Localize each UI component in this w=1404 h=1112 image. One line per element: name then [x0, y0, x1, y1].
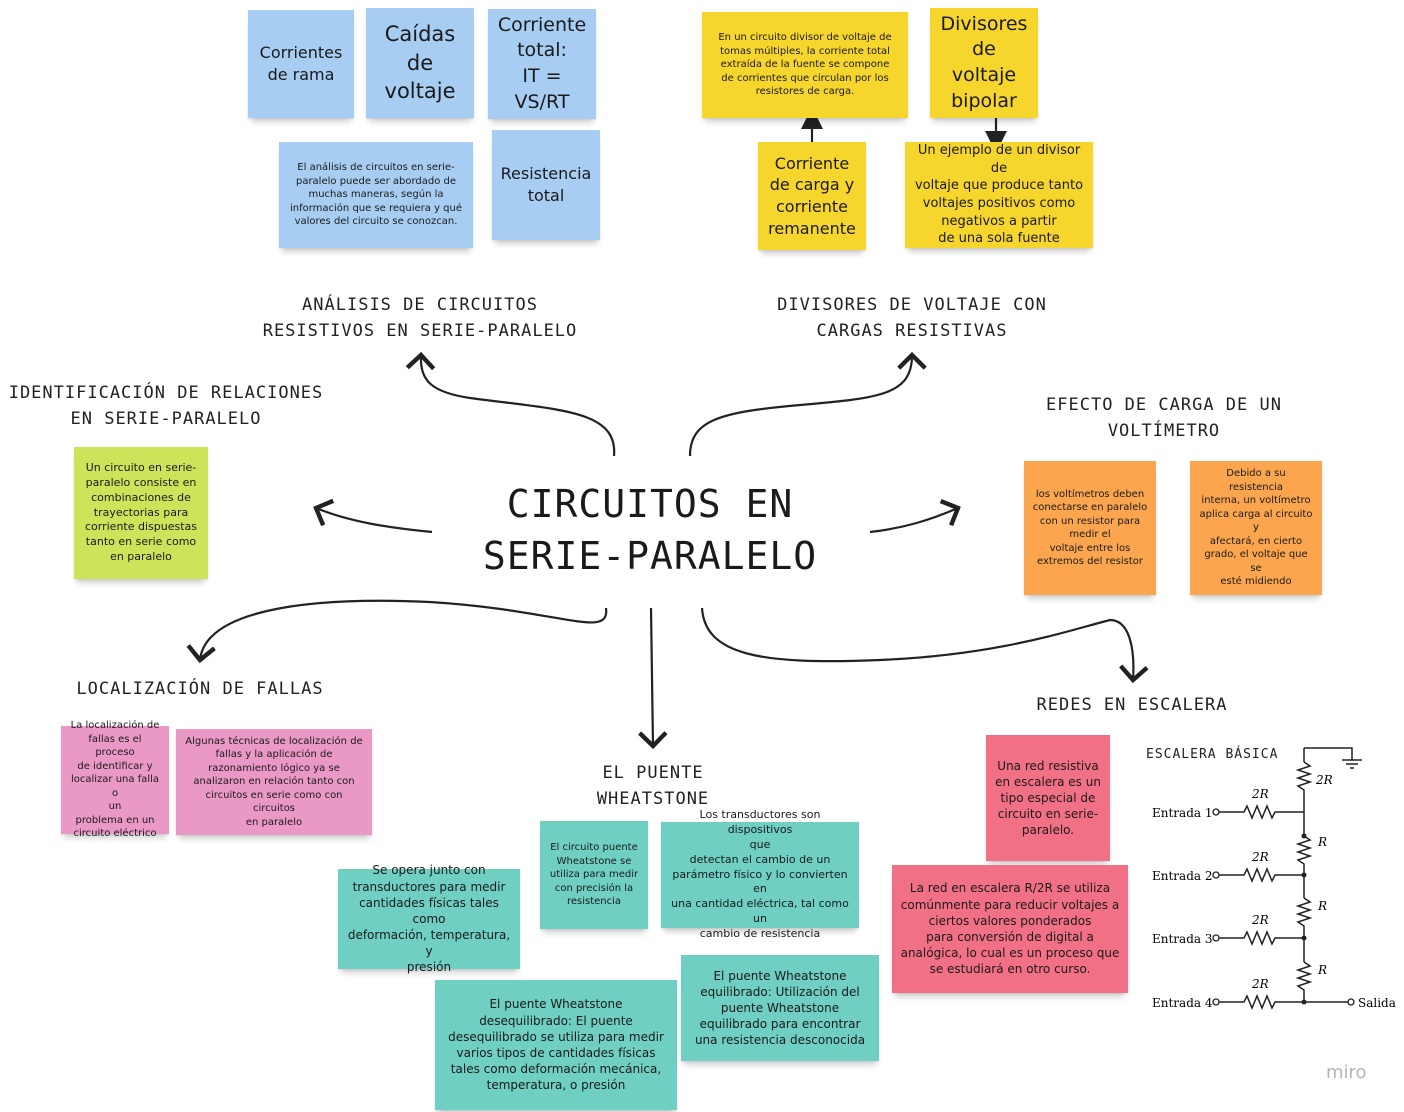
note-divisor-ejemplo[interactable]: Un ejemplo de un divisor de voltaje que …	[905, 142, 1093, 248]
ladder-series-label-2: 2R	[1251, 850, 1269, 864]
note-red-resistiva[interactable]: Una red resistiva en escalera es un tipo…	[986, 735, 1110, 861]
heading-divisores[interactable]: DIVISORES DE VOLTAJE CON CARGAS RESISTIV…	[777, 295, 1047, 341]
note-wheatstone-uso[interactable]: El circuito puente Wheatstone se utiliza…	[540, 821, 648, 929]
note-corriente-carga[interactable]: Corriente de carga y corriente remanente	[758, 142, 866, 250]
arrow-to-wheatstone	[638, 607, 668, 750]
heading-wheatstone[interactable]: EL PUENTE WHEATSTONE	[596, 763, 710, 809]
note-divisores-bipolar[interactable]: Divisores de voltaje bipolar	[930, 8, 1038, 118]
note-caidas-de-voltaje[interactable]: Caídas de voltaje	[366, 8, 474, 118]
ladder-input-3: Entrada 3	[1152, 932, 1213, 946]
heading-fallas[interactable]: LOCALIZACIÓN DE FALLAS	[76, 679, 324, 699]
arrow-to-divisores	[688, 351, 927, 457]
ladder-series-label-4: 2R	[1251, 977, 1269, 991]
arrow-to-redes	[700, 607, 1149, 684]
arrow-to-fallas	[186, 599, 608, 664]
arrow-to-analisis	[405, 351, 616, 457]
note-wheatstone-desequilibrado[interactable]: El puente Wheatstone desequilibrado: El …	[435, 980, 677, 1110]
ladder-input-1: Entrada 1	[1152, 806, 1213, 820]
note-efecto-resistencia[interactable]: Debido a su resistencia interna, un volt…	[1190, 461, 1322, 595]
ladder-input-2: Entrada 2	[1152, 869, 1213, 883]
ladder-shunt-label-2: R	[1317, 835, 1327, 849]
note-fallas-definicion[interactable]: La localización de fallas es el proceso …	[61, 720, 169, 839]
note-wheatstone-equilibrado[interactable]: El puente Wheatstone equilibrado: Utiliz…	[681, 955, 879, 1061]
note-corriente-total[interactable]: Corriente total: IT = VS/RT	[488, 9, 596, 119]
note-divisor-tomas-multiples[interactable]: En un circuito divisor de voltaje de tom…	[702, 12, 908, 118]
arrow-to-efecto	[869, 499, 961, 534]
ladder-shunt-label-1: 2R	[1315, 773, 1333, 787]
ladder-title: ESCALERA BÁSICA	[1146, 747, 1279, 762]
ladder-series-label-3: 2R	[1251, 913, 1269, 927]
ladder-diagram: Entrada 1 Entrada 2 Entrada 3 Entrada 4 …	[1152, 747, 1396, 1010]
note-resistencia-total[interactable]: Resistencia total	[492, 130, 600, 240]
ladder-series-label-1: 2R	[1251, 787, 1269, 801]
note-wheatstone-transductores[interactable]: Se opera junto con transductores para me…	[338, 863, 520, 974]
note-identificacion[interactable]: Un circuito en serie- paralelo consiste …	[74, 447, 208, 579]
note-analisis-descripcion[interactable]: El análisis de circuitos en serie- paral…	[279, 142, 473, 248]
note-corrientes-de-rama[interactable]: Corrientes de rama	[248, 10, 354, 118]
ladder-input-4: Entrada 4	[1152, 996, 1213, 1010]
miro-logo: miro	[1326, 1062, 1367, 1083]
note-red-r2r[interactable]: La red en escalera R/2R se utiliza común…	[892, 865, 1128, 993]
heading-efecto[interactable]: EFECTO DE CARGA DE UN VOLTÍMETRO	[1046, 395, 1282, 441]
note-transductores[interactable]: Los transductores son dispositivos que d…	[661, 808, 859, 940]
ladder-shunt-label-3: R	[1317, 899, 1327, 913]
central-title[interactable]: CIRCUITOS EN SERIE-PARALELO	[482, 482, 818, 578]
note-fallas-tecnicas[interactable]: Algunas técnicas de localización de fall…	[176, 729, 372, 835]
ladder-output: Salida	[1358, 996, 1396, 1010]
arrow-to-identificacion	[313, 498, 433, 534]
note-efecto-conexion[interactable]: los voltímetros deben conectarse en para…	[1024, 461, 1156, 595]
heading-analisis[interactable]: ANÁLISIS DE CIRCUITOS RESISTIVOS EN SERI…	[262, 295, 578, 341]
heading-identificacion[interactable]: IDENTIFICACIÓN DE RELACIONES EN SERIE-PA…	[8, 383, 324, 429]
ladder-shunt-label-4: R	[1317, 963, 1327, 977]
heading-redes[interactable]: REDES EN ESCALERA	[1036, 695, 1228, 715]
